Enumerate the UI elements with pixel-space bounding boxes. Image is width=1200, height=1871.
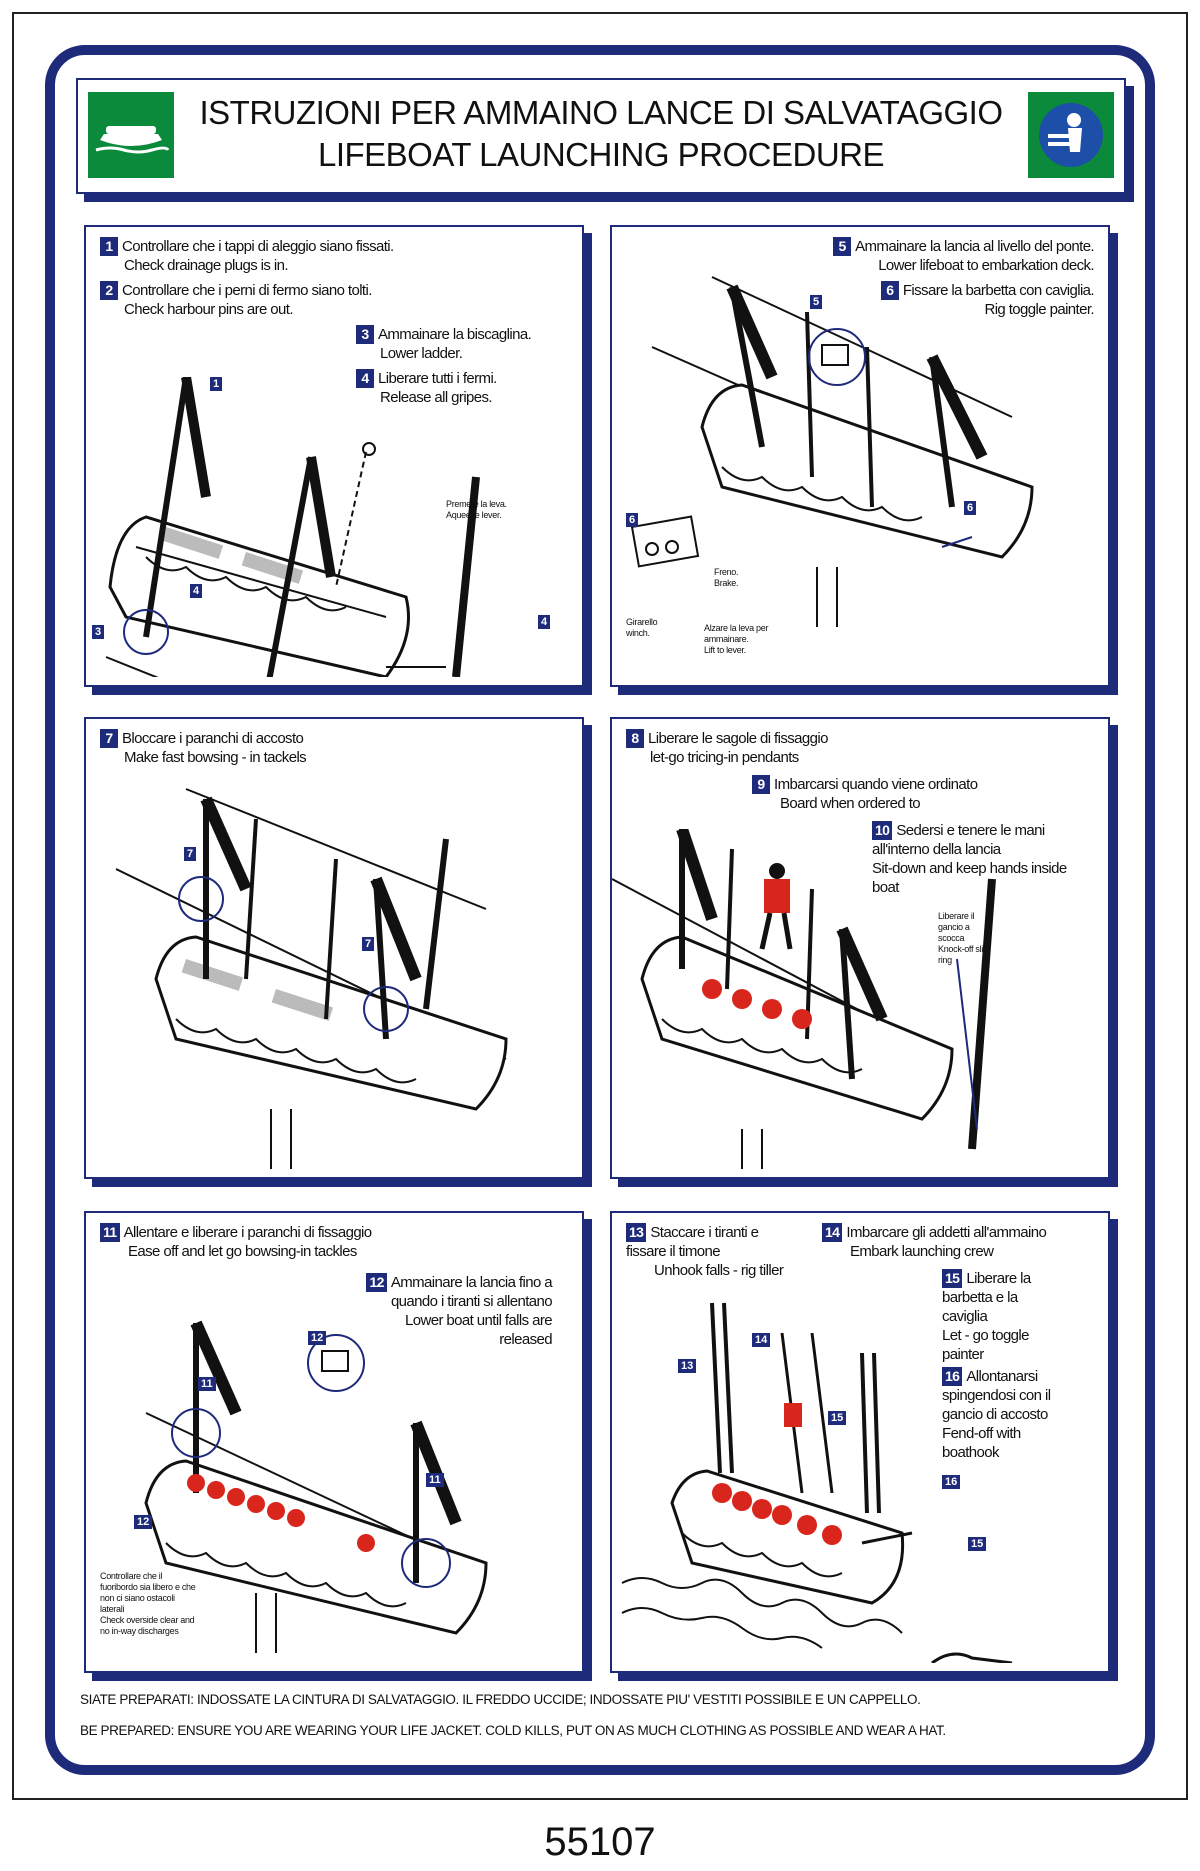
marker-11a: 11	[198, 1377, 216, 1391]
note-overside: Controllare che il fuoribordo sia libero…	[100, 1571, 196, 1636]
marker-15b: 15	[968, 1537, 987, 1551]
product-code: 55107	[544, 1820, 656, 1864]
marker-1: 1	[210, 377, 223, 391]
illustration-boarding	[612, 829, 996, 1169]
illustration-davit-boat-1	[105, 377, 480, 677]
illustration-lower-until-released	[144, 1320, 488, 1653]
marker-7a: 7	[184, 847, 197, 861]
marker-3: 3	[92, 625, 105, 639]
note-brake: Freno.Brake.	[714, 567, 739, 588]
marker-11b: 11	[426, 1473, 444, 1487]
title-italian: ISTRUZIONI PER AMMAINO LANCE DI SALVATAG…	[199, 94, 1003, 131]
illustration-bowsing-tackles	[115, 788, 508, 1169]
sign-border	[12, 12, 1188, 1800]
mandatory-manual-icon	[1028, 92, 1114, 178]
lifeboat-sign-icon	[88, 92, 174, 178]
marker-6a: 6	[626, 513, 639, 527]
marker-5: 5	[810, 295, 823, 309]
header-box: ISTRUZIONI PER AMMAINO LANCE DI SALVATAG…	[76, 78, 1126, 194]
marker-15a: 15	[828, 1411, 847, 1425]
illustration-lower-to-deck	[630, 276, 1034, 627]
footer-warning-english: BE PREPARED: ENSURE YOU ARE WEARING YOUR…	[80, 1723, 946, 1738]
footer-warning-italian: SIATE PREPARATI: INDOSSATE LA CINTURA DI…	[80, 1692, 921, 1707]
illustration-embark-and-fend-off	[621, 1302, 1013, 1663]
marker-12a: 12	[308, 1331, 327, 1345]
marker-14: 14	[752, 1333, 771, 1347]
marker-4a: 4	[190, 584, 203, 598]
marker-6b: 6	[964, 501, 977, 515]
marker-12b: 12	[134, 1515, 153, 1529]
marker-16: 16	[942, 1475, 961, 1489]
marker-4b: 4	[538, 615, 551, 629]
title-english: LIFEBOAT LAUNCHING PROCEDURE	[317, 136, 885, 173]
sign-frame	[45, 45, 1155, 1775]
note-lift-lever: Alzare la leva per ammainare.Lift to lev…	[704, 623, 769, 655]
marker-7b: 7	[362, 937, 375, 951]
marker-13: 13	[678, 1359, 697, 1373]
